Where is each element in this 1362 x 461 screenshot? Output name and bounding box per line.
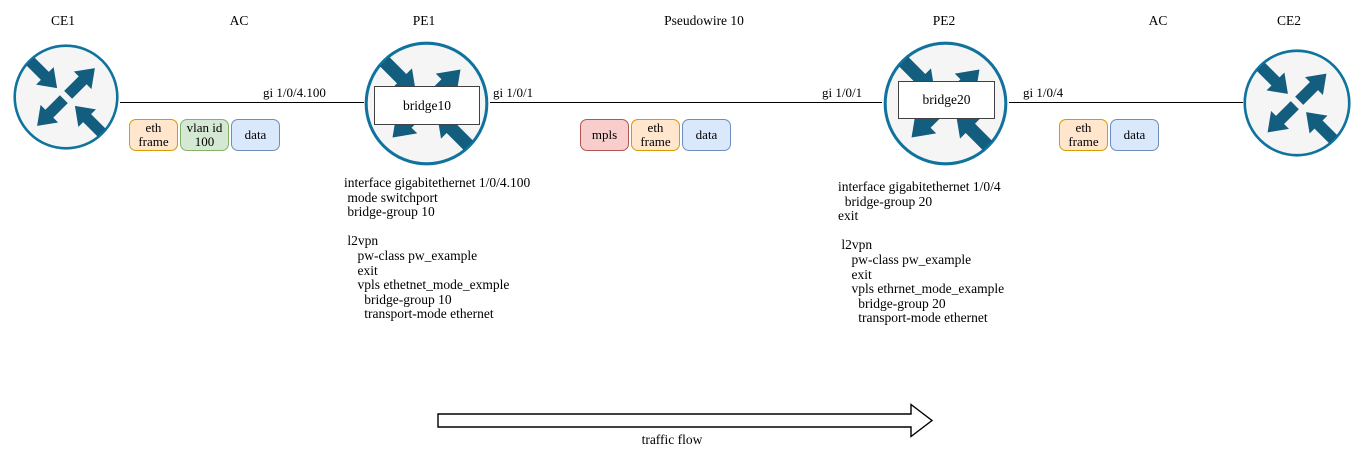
frame-field-data: data xyxy=(231,119,280,151)
iface-label-ce1-pe1: gi 1/0/4.100 xyxy=(263,85,326,100)
pe2-bridge-label: bridge20 xyxy=(922,92,971,107)
traffic-flow-label: traffic flow xyxy=(641,432,703,447)
pe2-bridge-box: bridge20 xyxy=(898,81,995,119)
router-ce2-icon xyxy=(1243,49,1351,157)
iface-label-pe2-left: gi 1/0/1 xyxy=(822,85,863,100)
label-ce1: CE1 xyxy=(50,13,76,28)
frame-field-eth: eth frame xyxy=(1059,119,1108,151)
frame-field-eth: eth frame xyxy=(129,119,178,151)
router-ce1-icon xyxy=(13,44,119,150)
frame-field-data: data xyxy=(1110,119,1159,151)
pe1-config-text: interface gigabitethernet 1/0/4.100 mode… xyxy=(344,175,531,322)
label-ac-right: AC xyxy=(1148,13,1168,28)
link-pe2-ce2 xyxy=(1009,102,1243,103)
label-ce2: CE2 xyxy=(1276,13,1302,28)
label-pseudowire: Pseudowire 10 xyxy=(664,13,744,28)
pe2-config-text: interface gigabitethernet 1/0/4 bridge-g… xyxy=(838,179,1005,326)
frame-field-mpls: mpls xyxy=(580,119,629,151)
link-pe1-pe2 xyxy=(490,102,882,103)
traffic-flow-arrow xyxy=(437,403,934,438)
frame-group-pseudowire: mpls eth frame data xyxy=(580,119,731,151)
iface-label-pe2-right: gi 1/0/4 xyxy=(1023,85,1064,100)
iface-label-pe1-right: gi 1/0/1 xyxy=(493,85,534,100)
frame-field-data: data xyxy=(682,119,731,151)
pe1-bridge-box: bridge10 xyxy=(374,86,480,125)
link-ce1-pe1 xyxy=(120,102,364,103)
frame-group-ac-right: eth frame data xyxy=(1059,119,1159,151)
label-ac-left: AC xyxy=(229,13,249,28)
frame-group-ac-left: eth frame vlan id 100 data xyxy=(129,119,280,151)
label-pe1: PE1 xyxy=(412,13,436,28)
frame-field-eth: eth frame xyxy=(631,119,680,151)
frame-field-vlan: vlan id 100 xyxy=(180,119,229,151)
label-pe2: PE2 xyxy=(932,13,956,28)
pe1-bridge-label: bridge10 xyxy=(403,97,451,113)
